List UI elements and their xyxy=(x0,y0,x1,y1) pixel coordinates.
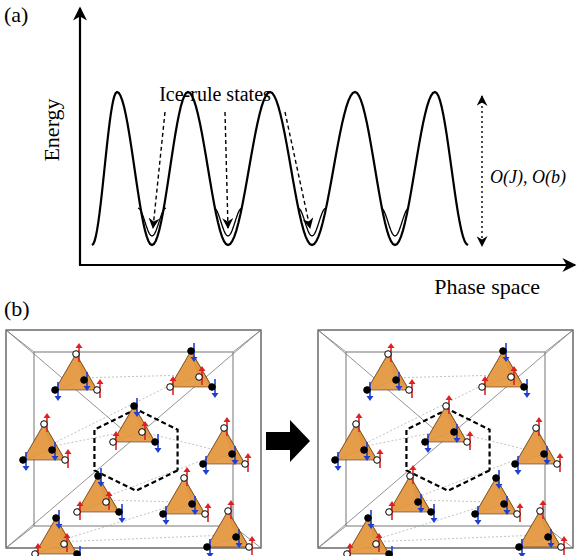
panel-label: (a) xyxy=(4,4,28,26)
pyrochlore-lattice xyxy=(318,330,573,556)
energy-curve xyxy=(92,92,468,245)
pointer-arrow xyxy=(285,112,310,228)
energy-axis xyxy=(79,8,81,265)
panel-label: (b) xyxy=(4,298,30,320)
state-label: Ice-rule states xyxy=(159,84,271,104)
phase-space-axis xyxy=(79,264,575,266)
transition-arrow xyxy=(266,420,310,462)
pyrochlore-lattice xyxy=(6,330,261,556)
pointer-arrow xyxy=(153,112,165,228)
energy-plot xyxy=(79,8,575,265)
axis-label: Phase space xyxy=(434,276,540,298)
barrier-arrow xyxy=(481,96,482,246)
axis-label: Energy xyxy=(41,98,63,161)
well-line xyxy=(381,208,409,236)
pointer-arrow xyxy=(225,112,228,228)
well-line xyxy=(298,208,326,236)
well-line xyxy=(138,208,166,236)
barrier-label: O(J), O(b) xyxy=(490,168,566,186)
